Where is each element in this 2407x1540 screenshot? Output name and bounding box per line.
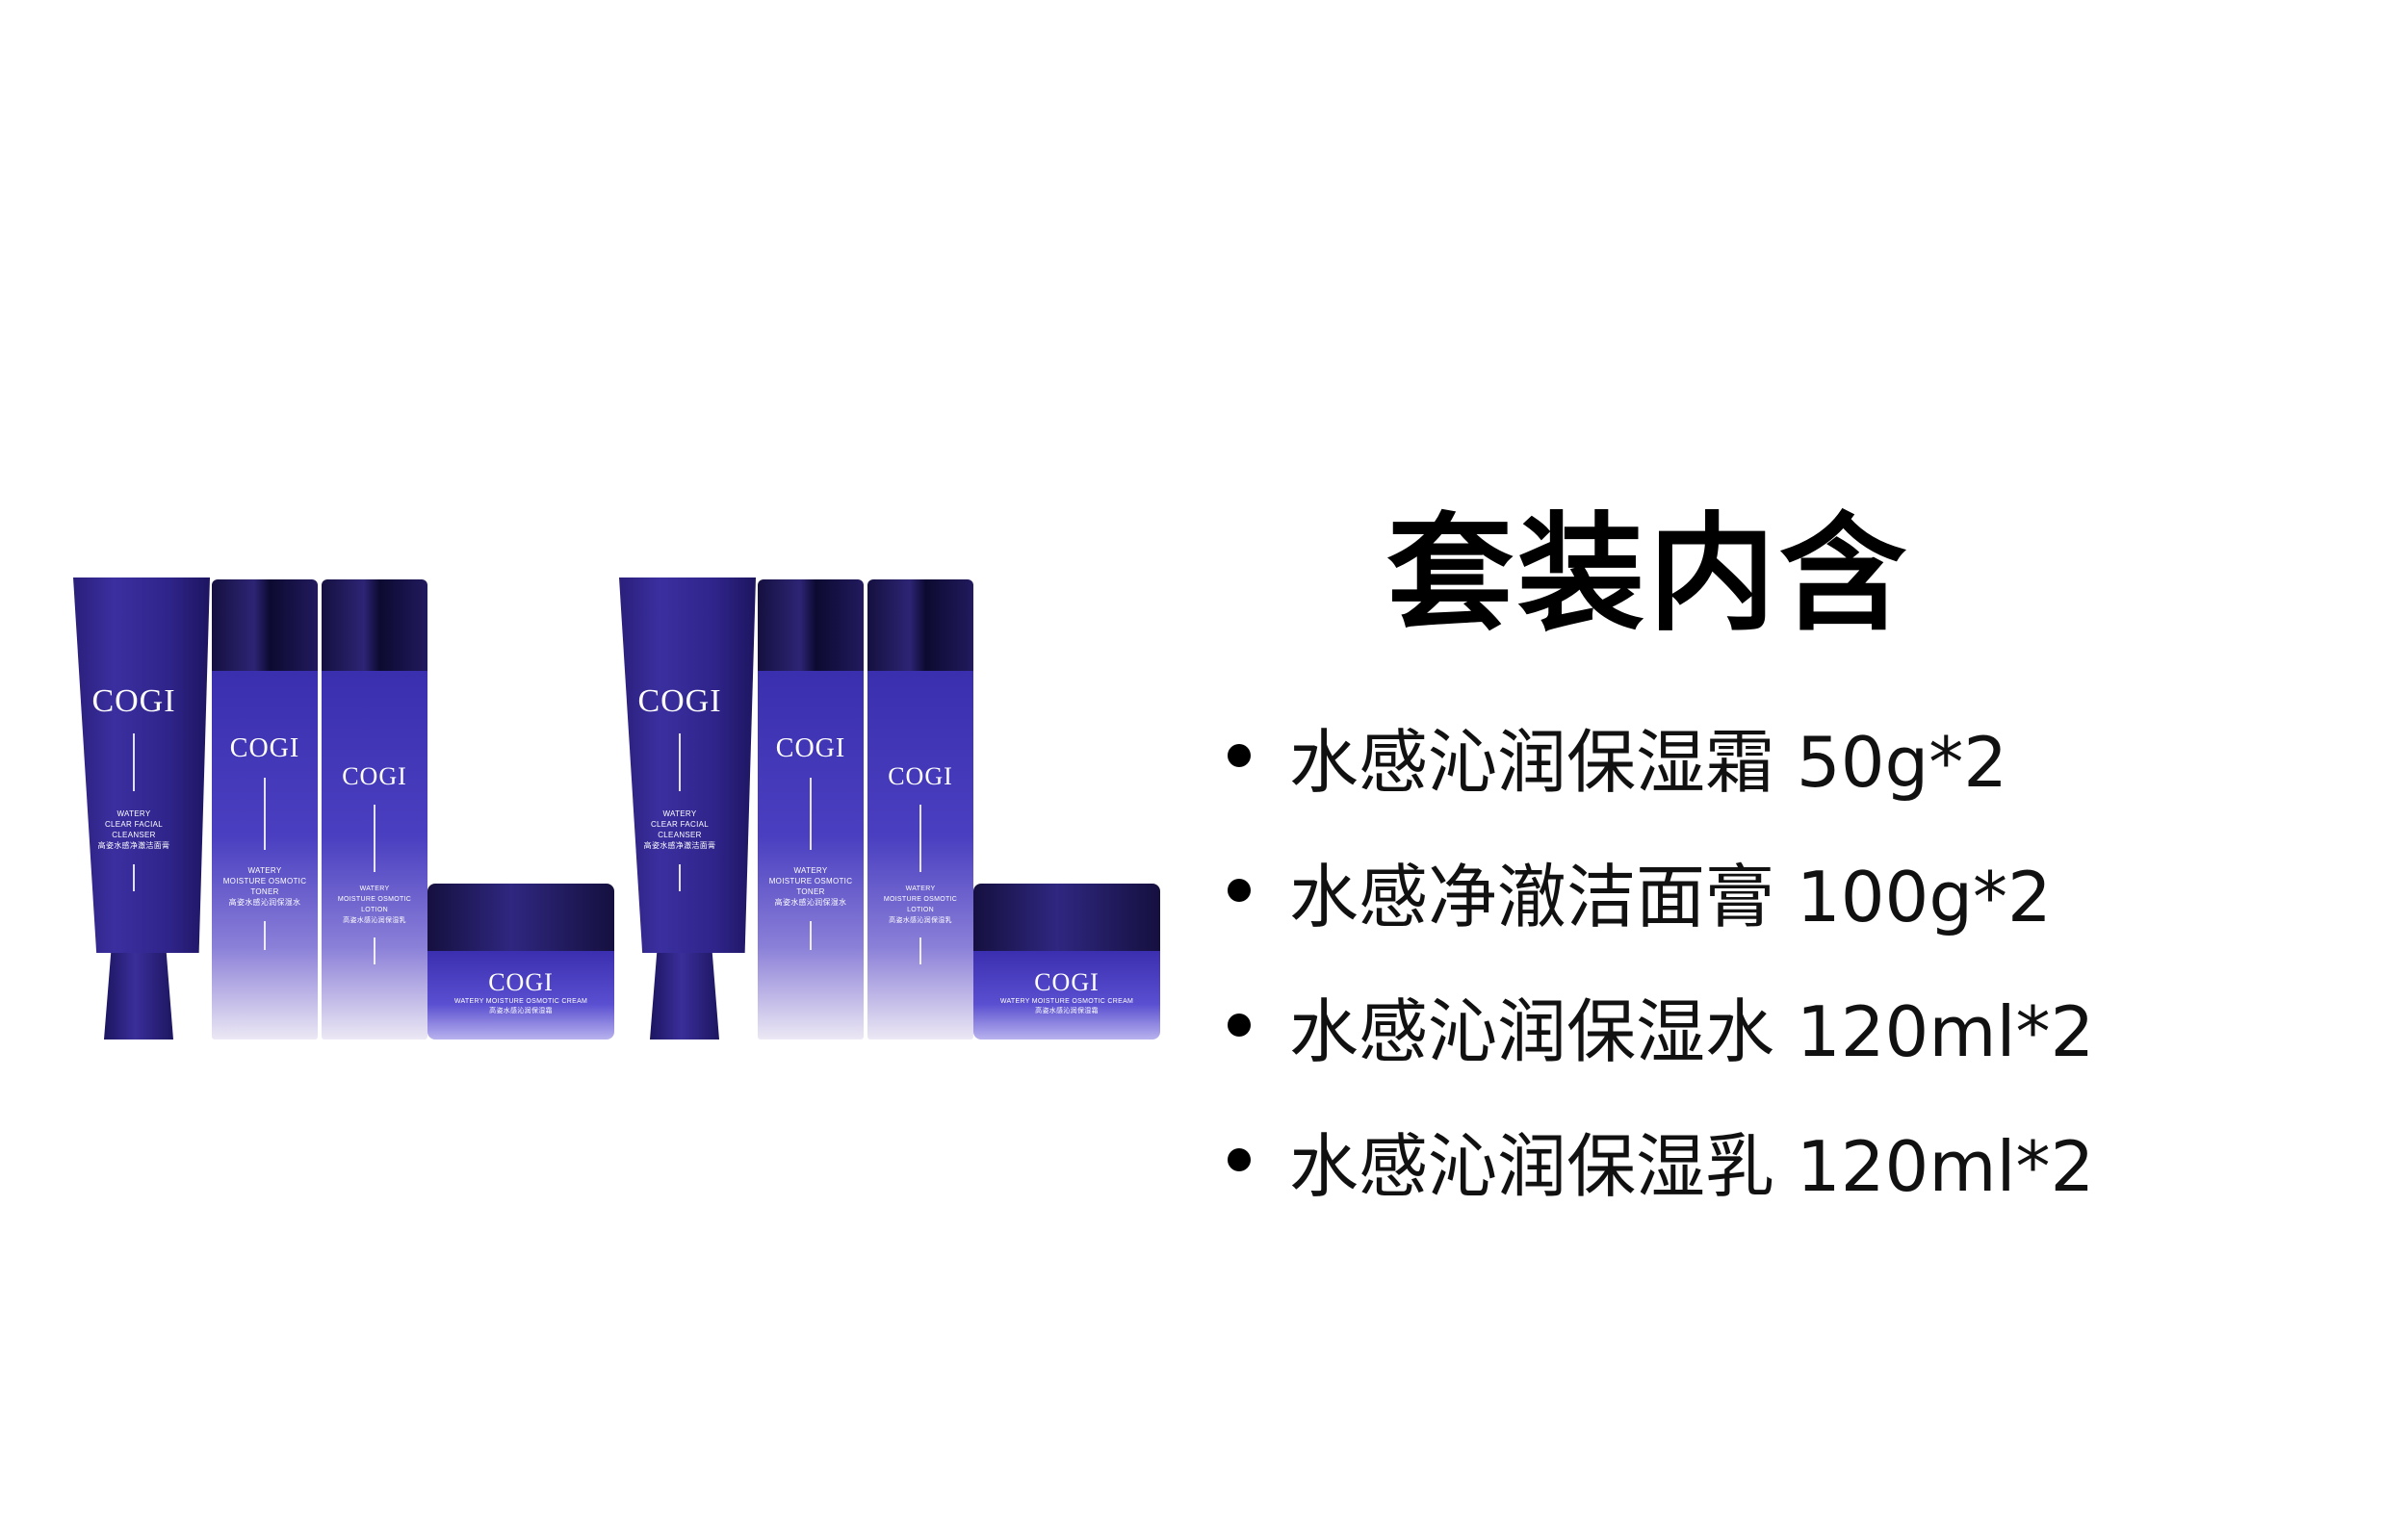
item-text: 水感净澈洁面膏 100g*2 [1289, 856, 2052, 937]
label-text: MOISTURE OSMOTIC [768, 877, 853, 886]
bullet-icon [1228, 1148, 1251, 1171]
label-text: WATERY [116, 809, 151, 818]
label-text: WATERY [793, 866, 828, 875]
label-text: WATERY [247, 866, 282, 875]
label-text: WATERY [359, 886, 390, 892]
list-item: 水感沁润保湿乳 120ml*2 [1228, 1092, 2094, 1227]
label-text: TONER [796, 887, 825, 896]
label-text: MOISTURE OSMOTIC [883, 896, 958, 903]
label-text: LOTION [907, 907, 934, 913]
list-item: 水感净澈洁面膏 100g*2 [1228, 823, 2094, 958]
brand-logo: COGI [342, 762, 407, 790]
label-text: WATERY [662, 809, 697, 818]
label-text: MOISTURE OSMOTIC [222, 877, 307, 886]
cream-jar: COGI WATERY MOISTURE OSMOTIC CREAM 高姿水感沁润… [973, 884, 1160, 1040]
label-text: CLEAR FACIAL [650, 820, 710, 829]
label-text: LOTION [361, 907, 388, 913]
brand-logo: COGI [229, 733, 300, 763]
label-text: WATERY MOISTURE OSMOTIC CREAM [453, 998, 588, 1005]
label-text: 高姿水感沁润保湿水 [774, 898, 847, 907]
brand-logo: COGI [488, 968, 554, 996]
item-text: 水感沁润保湿水 120ml*2 [1289, 990, 2095, 1072]
item-text: 水感沁润保湿霜 50g*2 [1289, 721, 2008, 803]
label-text: 高姿水感沁润保湿乳 [343, 917, 406, 924]
cleanser-tube: COGI WATERY CLEAR FACIAL CLEANSER 高姿水感净澈洁面膏 [619, 578, 756, 1040]
cream-jar: COGI WATERY MOISTURE OSMOTIC CREAM 高姿水感沁润… [427, 884, 614, 1040]
bullet-icon [1228, 879, 1251, 902]
label-text: WATERY MOISTURE OSMOTIC CREAM [999, 998, 1134, 1005]
label-text: MOISTURE OSMOTIC [337, 896, 412, 903]
label-text: CLEANSER [112, 831, 156, 839]
label-text: 高姿水感沁润保湿水 [228, 898, 301, 907]
product-set-image: COGI WATERY CLEAR FACIAL CLEANSER 高姿水感净澈洁面膏… [619, 578, 1168, 1044]
label-text: 高姿水感沁润保湿乳 [889, 917, 952, 924]
label-text: 高姿水感净澈洁面膏 [643, 841, 716, 850]
label-text: CLEANSER [658, 831, 702, 839]
list-item: 水感沁润保湿水 120ml*2 [1228, 958, 2094, 1092]
lotion-bottle: COGI WATERY MOISTURE OSMOTIC LOTION 高姿水感沁润保… [867, 579, 973, 1040]
bullet-icon [1228, 744, 1251, 767]
list-item: 水感沁润保湿霜 50g*2 [1228, 688, 2094, 823]
brand-logo: COGI [91, 683, 176, 719]
label-text: WATERY [905, 886, 936, 892]
label-text: 高姿水感净澈洁面膏 [97, 841, 170, 850]
item-text: 水感沁润保湿乳 120ml*2 [1289, 1125, 2095, 1207]
label-text: 高姿水感沁润保湿霜 [1035, 1008, 1099, 1014]
lotion-bottle: COGI WATERY MOISTURE OSMOTIC LOTION 高姿水感沁润保… [322, 579, 427, 1040]
label-text: TONER [250, 887, 279, 896]
brand-logo: COGI [637, 683, 722, 719]
cleanser-tube: COGI WATERY CLEAR FACIAL CLEANSER 高姿水感净澈洁面膏 [73, 578, 210, 1040]
brand-logo: COGI [1034, 968, 1100, 996]
label-text: CLEAR FACIAL [104, 820, 164, 829]
section-title: 套装内含 [1386, 500, 1910, 649]
contents-list: 水感沁润保湿霜 50g*2 水感净澈洁面膏 100g*2 水感沁润保湿水 120… [1228, 688, 2094, 1227]
brand-logo: COGI [775, 733, 846, 763]
bullet-icon [1228, 1014, 1251, 1037]
product-set-image: COGI WATERY CLEAR FACIAL CLEANSER 高姿水感净澈洁面膏… [73, 578, 622, 1044]
brand-logo: COGI [888, 762, 953, 790]
label-text: 高姿水感沁润保湿霜 [489, 1008, 553, 1014]
